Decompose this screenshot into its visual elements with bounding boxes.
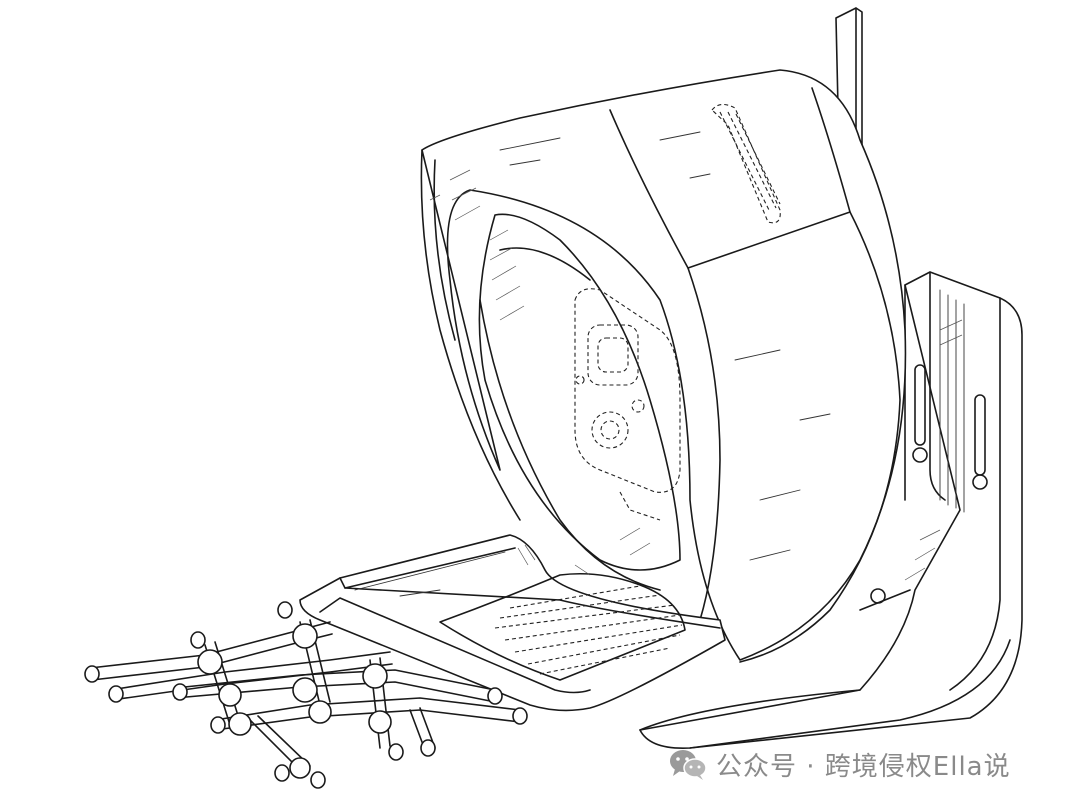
rear-bracket: [639, 271, 1023, 749]
front-tray: [299, 534, 726, 712]
tray-perforation-grid: [494, 585, 683, 675]
watermark: 公众号 · 跨境侵权Ella说: [668, 742, 1011, 786]
wechat-icon: [670, 750, 707, 780]
inner-drum: [478, 213, 681, 591]
step-mat-lattice: [84, 601, 528, 789]
watermark-text: 公众号 · 跨境侵权Ella说: [716, 751, 1011, 782]
curved-shell: [420, 69, 907, 663]
